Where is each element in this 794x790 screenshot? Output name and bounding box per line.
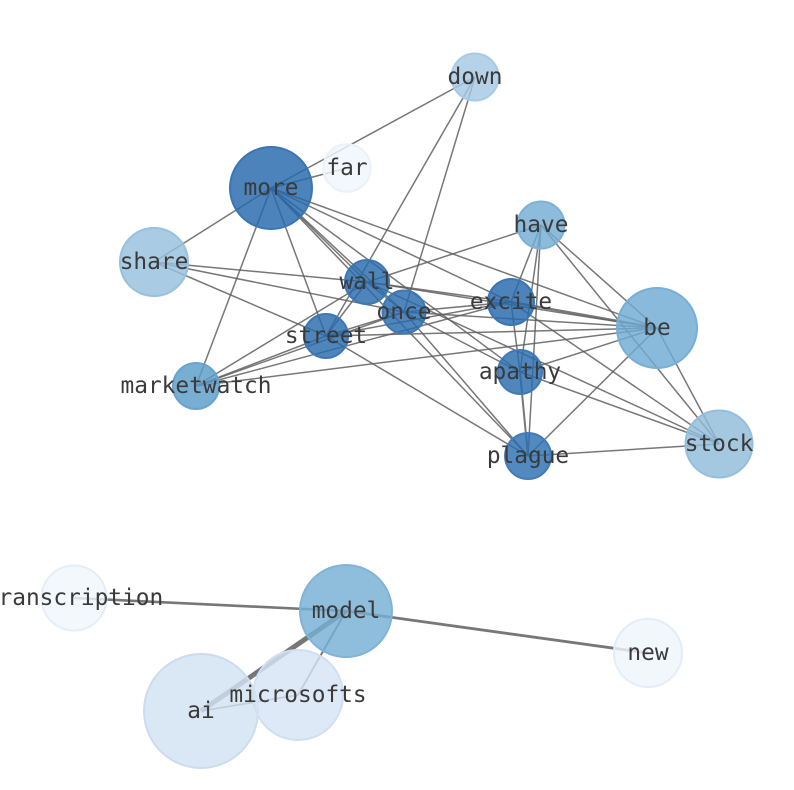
edge-have-wall <box>366 224 542 283</box>
node-label-microsofts: microsofts <box>229 682 366 708</box>
node-label-excite: excite <box>470 289 552 315</box>
edge-down-once <box>403 76 476 313</box>
node-label-ai: ai <box>187 698 214 724</box>
edge-have-plague <box>527 224 542 457</box>
node-label-stock: stock <box>685 431 754 457</box>
node-label-wall: wall <box>340 269 395 295</box>
node-label-apathy: apathy <box>479 359 561 385</box>
node-new <box>613 618 683 688</box>
edge-be-marketwatch <box>195 327 658 387</box>
node-once <box>381 289 427 335</box>
edge-street-be <box>325 327 658 337</box>
node-label-plague: plague <box>487 443 569 469</box>
node-plague <box>504 432 552 480</box>
node-share <box>119 227 189 297</box>
edge-once-marketwatch <box>195 311 405 387</box>
node-label-more: more <box>244 175 299 201</box>
node-label-be: be <box>643 315 670 341</box>
edge-model-new <box>345 609 649 655</box>
node-be <box>616 287 698 369</box>
node-apathy <box>497 349 543 395</box>
node-street <box>303 313 349 359</box>
node-label-down: down <box>448 64 503 90</box>
node-down <box>450 52 500 102</box>
node-microsofts <box>252 649 344 741</box>
node-label-marketwatch: marketwatch <box>121 373 272 399</box>
node-label-far: far <box>326 155 367 181</box>
node-label-transcription: transcription <box>0 585 163 611</box>
node-label-street: street <box>285 323 367 349</box>
node-excite <box>487 278 535 326</box>
edge-more-excite <box>270 187 512 303</box>
node-wall <box>344 259 390 305</box>
edge-wall-marketwatch <box>195 281 368 387</box>
node-marketwatch <box>172 362 220 410</box>
edge-excite-stock <box>510 301 720 445</box>
edge-more-be <box>270 187 658 329</box>
node-label-share: share <box>120 249 189 275</box>
edge-once-plague <box>403 311 529 457</box>
node-have <box>516 200 566 250</box>
edge-share-wall <box>153 261 368 283</box>
node-far <box>322 143 372 193</box>
labels-layer: down far more share have wall once excite be stre… <box>0 64 754 724</box>
edge-excite-marketwatch <box>195 301 512 387</box>
edge-apathy-stock <box>519 371 720 445</box>
node-label-new: new <box>627 640 668 666</box>
edge-more-apathy <box>270 187 521 373</box>
node-more <box>229 146 313 230</box>
nodes-layer <box>40 52 754 769</box>
node-transcription <box>40 564 108 632</box>
node-label-model: model <box>312 598 381 624</box>
node-model <box>299 564 393 658</box>
node-label-once: once <box>377 299 432 325</box>
node-stock <box>684 409 754 479</box>
node-label-have: have <box>514 212 569 238</box>
edge-street-plague <box>325 335 529 457</box>
